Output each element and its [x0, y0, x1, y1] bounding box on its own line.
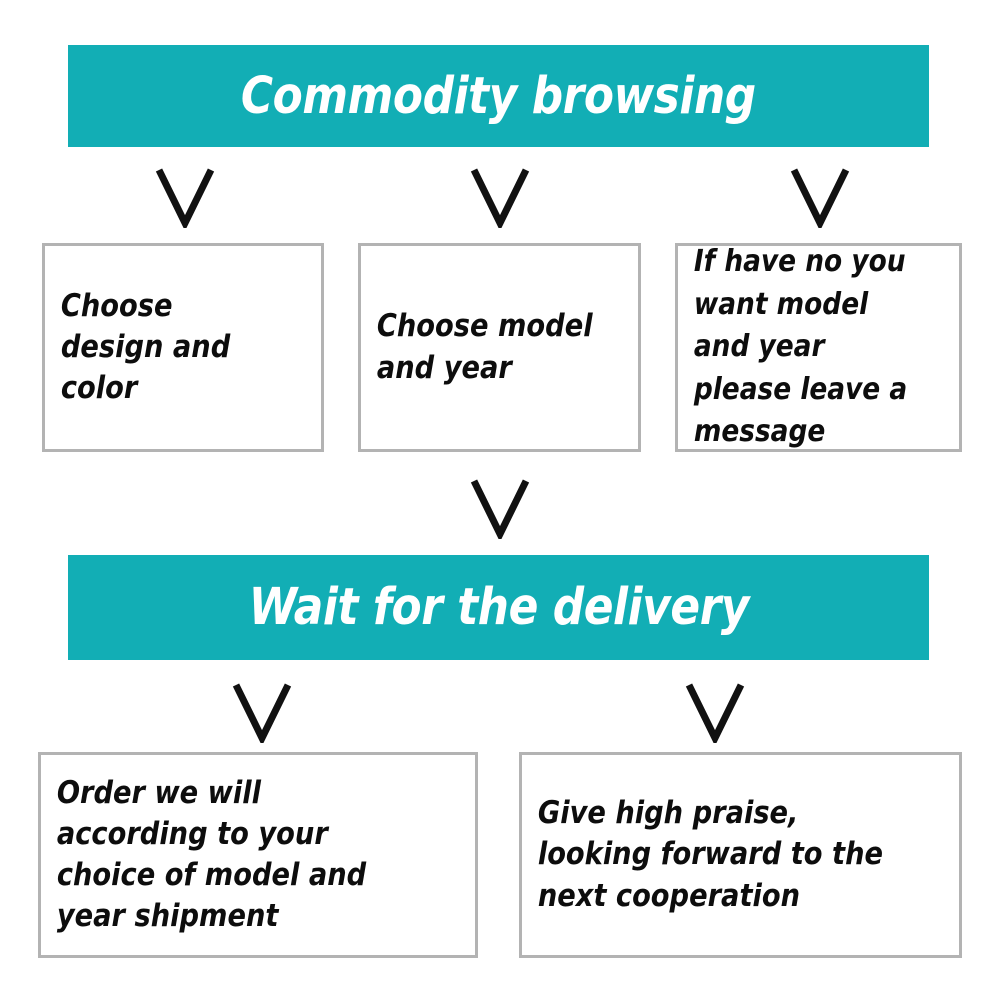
- flow-box-order-shipment: Order we will according to your choice o…: [38, 752, 478, 958]
- flow-box-leave-a-message: If have no you want model and year pleas…: [675, 243, 962, 452]
- chevron-down-icon: [469, 477, 531, 539]
- chevron-down-icon: [231, 681, 293, 743]
- flow-box-give-high-praise: Give high praise, looking forward to the…: [519, 752, 962, 958]
- chevron-down-icon: [154, 166, 216, 228]
- flow-box-order-shipment-label: Order we will according to your choice o…: [56, 774, 367, 935]
- chevron-down-icon: [469, 166, 531, 228]
- flow-box-choose-model-and-year-label: Choose model and year: [376, 308, 593, 386]
- flow-box-choose-design-and-color: Choose design and color: [42, 243, 324, 452]
- flow-box-leave-a-message-label: If have no you want model and year pleas…: [693, 244, 908, 450]
- flow-box-give-high-praise-label: Give high praise, looking forward to the…: [537, 795, 884, 914]
- banner-commodity-browsing: Commodity browsing: [68, 45, 929, 147]
- flow-box-choose-design-and-color-label: Choose design and color: [60, 287, 231, 407]
- chevron-down-icon: [684, 681, 746, 743]
- flow-box-choose-model-and-year: Choose model and year: [358, 243, 641, 452]
- banner-commodity-browsing-label: Commodity browsing: [241, 66, 756, 126]
- banner-wait-for-the-delivery: Wait for the delivery: [68, 555, 929, 660]
- chevron-down-icon: [789, 166, 851, 228]
- banner-wait-for-the-delivery-label: Wait for the delivery: [248, 578, 749, 637]
